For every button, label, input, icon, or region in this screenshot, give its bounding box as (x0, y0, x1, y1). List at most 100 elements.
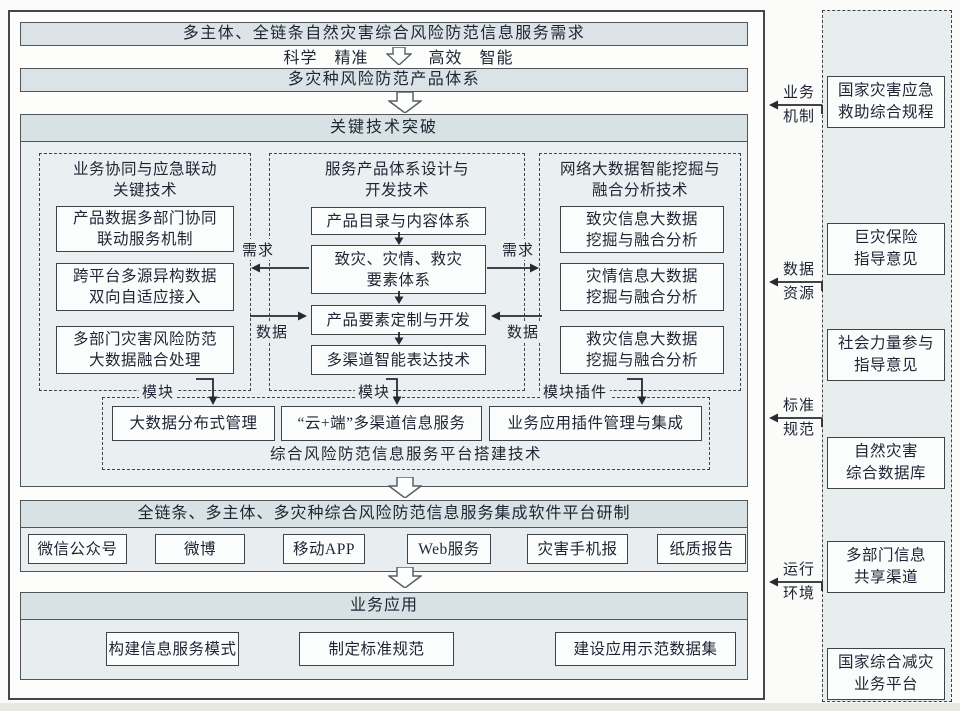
column-collaboration-title: 业务协同与应急联动 关键技术 (40, 159, 250, 201)
box-line: 指导意见 (853, 357, 918, 374)
label-module-mid: 模块 (355, 381, 394, 402)
box-line: 微博 (183, 540, 216, 558)
label-runtime-env-1: 运行 (782, 562, 815, 578)
box-line: 大数据融合处理 (88, 352, 201, 369)
channel-web-service: Web服务 (407, 534, 491, 564)
box-line: 建设应用示范数据集 (573, 640, 718, 658)
channel-wechat: 微信公众号 (28, 534, 127, 564)
column-web-bigdata-title: 网络大数据智能挖掘与 融合分析技术 (540, 159, 740, 201)
label-module-left: 模块 (139, 381, 178, 402)
box-line: 多部门灾害风险防范 (72, 331, 217, 348)
label-standard-spec-2: 规范 (782, 422, 815, 438)
box-product-catalog: 产品目录与内容体系 (311, 207, 486, 235)
label-demand-right: 需求 (499, 239, 538, 260)
business-header: 业务应用 (21, 593, 747, 620)
box-line: 国家灾害应急 (837, 82, 934, 99)
label-runtime-env-2: 环境 (782, 586, 815, 602)
title-line: 关键技术 (112, 182, 177, 199)
box-line: 多部门信息 (845, 547, 926, 564)
box-plugin-management: 业务应用插件管理与集成 (489, 406, 702, 441)
flow-arrow-3 (388, 567, 422, 588)
channel-mobile-app: 移动APP (283, 534, 365, 564)
box-line: 挖掘与融合分析 (585, 231, 698, 249)
box-line: 灾害手机报 (537, 540, 618, 558)
side-box-info-sharing: 多部门信息 共享渠道 (827, 541, 945, 593)
box-distributed-management: 大数据分布式管理 (112, 406, 275, 441)
box-line: “云+端”多渠道信息服务 (297, 415, 466, 432)
box-line: 微信公众号 (37, 540, 118, 558)
box-line: 联动服务机制 (96, 231, 193, 248)
box-multi-dept-mechanism: 产品数据多部门协同 联动服务机制 (56, 206, 234, 252)
keywords-row: 科学 精准 高效 智能 (24, 45, 773, 67)
keyword-smart: 智能 (479, 50, 514, 67)
platform-caption: 综合风险防范信息服务平台搭建技术 (269, 446, 542, 463)
column-product-design-title: 服务产品体系设计与 开发技术 (270, 159, 524, 201)
label-business-mechanism-1: 业务 (782, 85, 815, 101)
integration-section: 全链条、多主体、多灾种综合风险防范信息服务集成软件平台研制 微信公众号 微博 移… (20, 500, 748, 572)
title-line: 融合分析技术 (591, 182, 688, 199)
box-line: 灾情信息大数据 (585, 268, 698, 285)
box-line: 致灾信息大数据 (585, 210, 698, 228)
channel-sms-report: 灾害手机报 (527, 534, 628, 564)
box-line: 制定标准规范 (328, 640, 425, 658)
label-module-plugin: 模块插件 (540, 381, 611, 402)
box-line: 产品目录与内容体系 (326, 212, 471, 230)
channel-weibo: 微博 (155, 534, 245, 564)
label-demand-left: 需求 (239, 239, 278, 260)
box-line: 要素体系 (366, 271, 431, 289)
box-multichannel-expression: 多渠道智能表达技术 (311, 345, 486, 375)
box-line: 跨平台多源异构数据 (72, 268, 217, 285)
column-web-bigdata: 网络大数据智能挖掘与 融合分析技术 致灾信息大数据 挖掘与融合分析 灾情信息大数… (539, 153, 741, 391)
box-line: 产品数据多部门协同 (72, 210, 217, 227)
side-box-disaster-database: 自然灾害 综合数据库 (827, 437, 945, 489)
box-line: 纸质报告 (669, 540, 734, 558)
side-box-national-platform: 国家综合减灾 业务平台 (827, 648, 945, 700)
title-line: 开发技术 (364, 182, 429, 199)
keytech-header: 关键技术突破 (21, 115, 747, 142)
keyword-efficient: 高效 (428, 50, 463, 67)
channel-paper-report: 纸质报告 (657, 534, 746, 564)
box-line: 国家综合减灾 (837, 654, 934, 671)
main-frame: 多主体、全链条自然灾害综合风险防范信息服务需求 科学 精准 高效 智能 多灾种风… (8, 10, 765, 700)
product-box: 多灾种风险防范产品体系 (20, 68, 748, 92)
box-line: 社会力量参与 (837, 335, 934, 352)
box-line: 救灾信息大数据 (585, 331, 698, 348)
label-data-resource-2: 资源 (782, 286, 815, 302)
label-standard-spec-1: 标准 (782, 398, 815, 414)
side-box-catastrophe-insurance: 巨灾保险 指导意见 (827, 223, 945, 275)
box-relief-mining: 救灾信息大数据 挖掘与融合分析 (560, 326, 724, 374)
box-product-customization: 产品要素定制与开发 (311, 305, 486, 335)
label-data-right: 数据 (504, 321, 543, 342)
keytech-section: 关键技术突破 业务协同与应急联动 关键技术 产品数据多部门协同 联动服务机制 跨… (20, 114, 748, 487)
keyword-science: 科学 (283, 50, 318, 67)
box-cloud-client-service: “云+端”多渠道信息服务 (281, 406, 482, 441)
flow-arrow-1 (388, 92, 422, 113)
label-business-mechanism-2: 机制 (782, 109, 815, 125)
column-product-design: 服务产品体系设计与 开发技术 产品目录与内容体系 致灾、灾情、救灾 要素体系 产… (269, 153, 525, 391)
sidebar-resources: 国家灾害应急 救助综合规程 巨灾保险 指导意见 社会力量参与 指导意见 自然灾害… (822, 10, 952, 702)
box-cross-platform-access: 跨平台多源异构数据 双向自适应接入 (56, 263, 234, 311)
down-arrow-icon (385, 47, 412, 65)
box-line: 致灾、灾情、救灾 (334, 250, 463, 268)
title-line: 服务产品体系设计与 (324, 161, 469, 178)
box-disaster-situation-mining: 灾情信息大数据 挖掘与融合分析 (560, 263, 724, 311)
box-line: 自然灾害 (853, 443, 918, 460)
box-line: 业务应用插件管理与集成 (507, 415, 684, 432)
box-service-mode: 构建信息服务模式 (106, 632, 239, 666)
need-box: 多主体、全链条自然灾害综合风险防范信息服务需求 (20, 22, 748, 46)
box-hazard-mining: 致灾信息大数据 挖掘与融合分析 (560, 206, 724, 253)
column-collaboration: 业务协同与应急联动 关键技术 产品数据多部门协同 联动服务机制 跨平台多源异构数… (39, 153, 251, 391)
box-line: 移动APP (293, 540, 355, 558)
page-bottom-strip (0, 703, 960, 711)
box-standards: 制定标准规范 (299, 632, 454, 666)
keyword-precise: 精准 (334, 50, 369, 67)
box-line: 大数据分布式管理 (129, 415, 258, 432)
box-bigdata-fusion-processing: 多部门灾害风险防范 大数据融合处理 (56, 326, 234, 374)
box-line: 构建信息服务模式 (108, 640, 237, 658)
box-line: Web服务 (418, 540, 480, 558)
box-element-system: 致灾、灾情、救灾 要素体系 (311, 245, 486, 294)
box-line: 挖掘与融合分析 (585, 352, 698, 369)
box-line: 指导意见 (853, 251, 918, 268)
business-section: 业务应用 构建信息服务模式 制定标准规范 建设应用示范数据集 (20, 592, 748, 680)
